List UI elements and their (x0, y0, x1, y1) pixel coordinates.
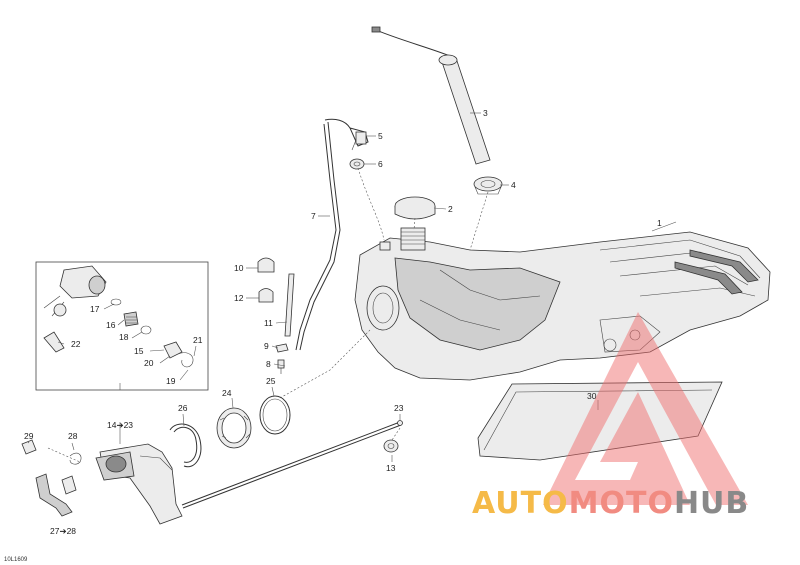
screw-part-8 (277, 359, 285, 374)
fuel-pump-assembly-part-14 (95, 443, 183, 525)
watermark-logo: AUTOMOTOHUB (472, 312, 749, 521)
fuel-gauge-sender-part-3 (371, 26, 491, 165)
clip-part-9 (275, 343, 289, 353)
clip-part-29 (21, 439, 37, 455)
callout-11: 11 (264, 318, 273, 328)
grommet-part-6 (349, 158, 365, 170)
callout-18: 18 (119, 332, 129, 342)
sender-gasket-part-4 (473, 176, 503, 195)
callout-9: 9 (264, 341, 269, 351)
watermark-word-moto: MOTO (569, 486, 674, 521)
callout-23: 23 (394, 403, 404, 413)
callout-16: 16 (106, 320, 116, 330)
pump-subassembly-inset (35, 261, 209, 391)
callout-12: 12 (234, 293, 244, 303)
reference-code: 10L1609 (4, 557, 28, 563)
watermark-triangle (543, 312, 748, 505)
callout-24: 24 (222, 388, 232, 398)
rod-part-11 (284, 273, 295, 337)
watermark-word-hub: HUB (674, 486, 749, 521)
callout-26: 26 (178, 403, 188, 413)
callout-3: 3 (483, 108, 488, 118)
callout-21: 21 (193, 335, 203, 345)
pad-part-30 (477, 381, 723, 461)
callout-20: 20 (144, 358, 154, 368)
plug-part-12 (258, 288, 274, 303)
callout-22: 22 (71, 339, 81, 349)
vent-hose-part-7 (295, 118, 351, 351)
leader-lines (27, 112, 677, 462)
watermark-word-auto: AUTO (472, 486, 569, 521)
washer-part-13 (383, 439, 399, 453)
callout-labels: 1 2 3 4 5 6 7 8 9 10 11 12 13 14➔23 15 1… (24, 108, 662, 536)
clamp-part-26 (169, 423, 202, 468)
callout-13: 13 (386, 463, 396, 473)
vent-valve-part-5 (349, 127, 369, 151)
callout-8: 8 (266, 359, 271, 369)
fuel-cap-part-2 (394, 196, 436, 220)
fuel-hose-part-27 (35, 473, 77, 517)
callout-14: 14➔23 (107, 420, 133, 430)
callout-15: 15 (134, 346, 144, 356)
clip-part-28 (69, 452, 82, 465)
fuel-tank-part-1 (354, 227, 771, 381)
rod-part-23 (181, 420, 403, 509)
callout-1: 1 (657, 218, 662, 228)
callout-28: 28 (68, 431, 78, 441)
callout-5: 5 (378, 131, 383, 141)
callout-17: 17 (90, 304, 100, 314)
watermark-text: AUTOMOTOHUB (472, 486, 749, 521)
assembly-guide-lines (47, 167, 489, 463)
callout-7: 7 (311, 211, 316, 221)
callout-10: 10 (234, 263, 244, 273)
lock-ring-part-24 (216, 407, 252, 449)
callout-19: 19 (166, 376, 176, 386)
callout-25: 25 (266, 376, 276, 386)
callout-6: 6 (378, 159, 383, 169)
callout-27: 27➔28 (50, 526, 76, 536)
callout-30: 30 (587, 391, 597, 401)
plug-part-10 (257, 257, 275, 273)
callout-2: 2 (448, 204, 453, 214)
o-ring-part-25 (259, 395, 291, 435)
callout-4: 4 (511, 180, 516, 190)
callout-29: 29 (24, 431, 34, 441)
